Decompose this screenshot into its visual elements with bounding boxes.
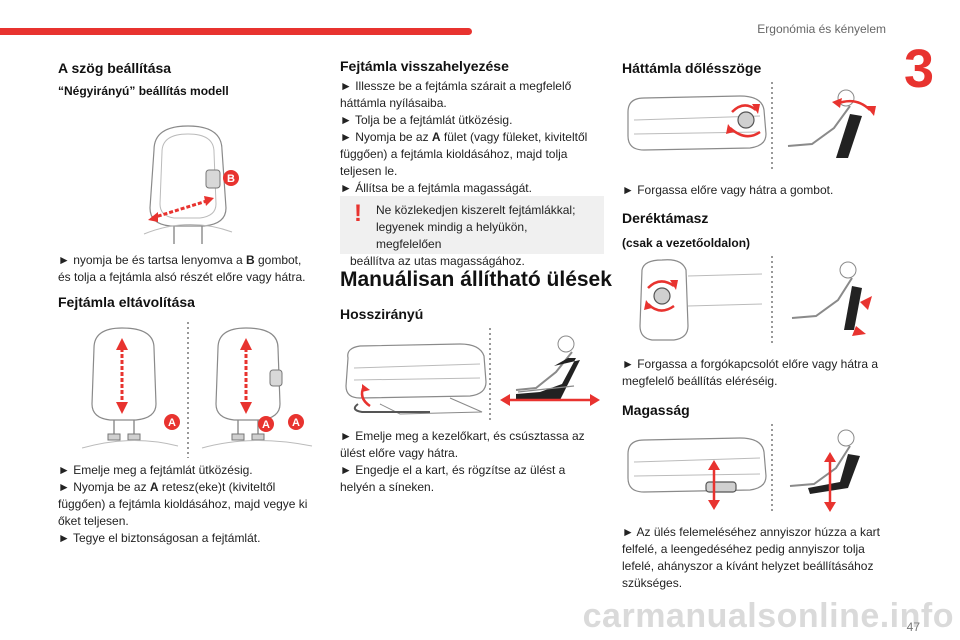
removal-steps: ► Emelje meg a fejtámlát ütközésig. ► Ny… — [58, 463, 308, 545]
section-title-lumbar: Deréktámasz — [622, 210, 709, 226]
lumbar-subtitle: (csak a vezetőoldalon) — [622, 236, 751, 250]
page-number: 47 — [906, 620, 920, 634]
subtitle-four-way: “Négyirányú” beállítás modell — [58, 84, 229, 98]
svg-text:A: A — [292, 417, 300, 429]
lumbar-instructions: ► Forgassa a forgókapcsolót előre vagy h… — [622, 357, 879, 388]
section-title-height: Magasság — [622, 402, 690, 418]
running-header: Ergonómia és kényelem — [757, 22, 886, 36]
angle-instructions: ► nyomja be és tartsa lenyomva a B gombo… — [58, 253, 306, 284]
label-b: B — [227, 173, 235, 185]
recline-instructions: ► Forgassa előre vagy hátra a gombot. — [622, 183, 834, 197]
section-title-refit: Fejtámla visszahelyezése — [340, 58, 509, 74]
section-title-removal: Fejtámla eltávolítása — [58, 294, 195, 310]
longitudinal-instructions: ► Emelje meg a kezelőkart, és csúsztassa… — [340, 429, 585, 494]
height-instructions: ► Az ülés felemeléséhez annyiszor húzza … — [622, 525, 881, 590]
top-accent-bar — [0, 28, 472, 35]
section-title-recline: Háttámla dőlésszöge — [622, 60, 762, 76]
warning-icon: ! — [354, 200, 362, 227]
recline-figure — [622, 82, 886, 172]
headrest-removal-figure: A A A — [82, 322, 314, 458]
watermark: carmanualsonline.info — [582, 597, 954, 635]
section-title-longitudinal: Hosszirányú — [340, 306, 424, 322]
lumbar-figure — [622, 256, 886, 346]
svg-text:A: A — [168, 417, 176, 429]
headrest-angle-figure: B — [140, 122, 252, 248]
height-figure — [622, 424, 886, 514]
chapter-number: 3 — [903, 39, 934, 99]
warning-box: ! Ne közlekedjen kiszerelt fejtámlákkal;… — [340, 196, 604, 268]
svg-text:A: A — [262, 419, 270, 431]
section-title-manual-seats: Manuálisan állítható ülések — [340, 268, 612, 291]
refit-steps: ► Illessze be a fejtámla szárait a megfe… — [340, 79, 588, 195]
section-title-angle: A szög beállítása — [58, 60, 172, 76]
longitudinal-figure — [340, 328, 602, 420]
